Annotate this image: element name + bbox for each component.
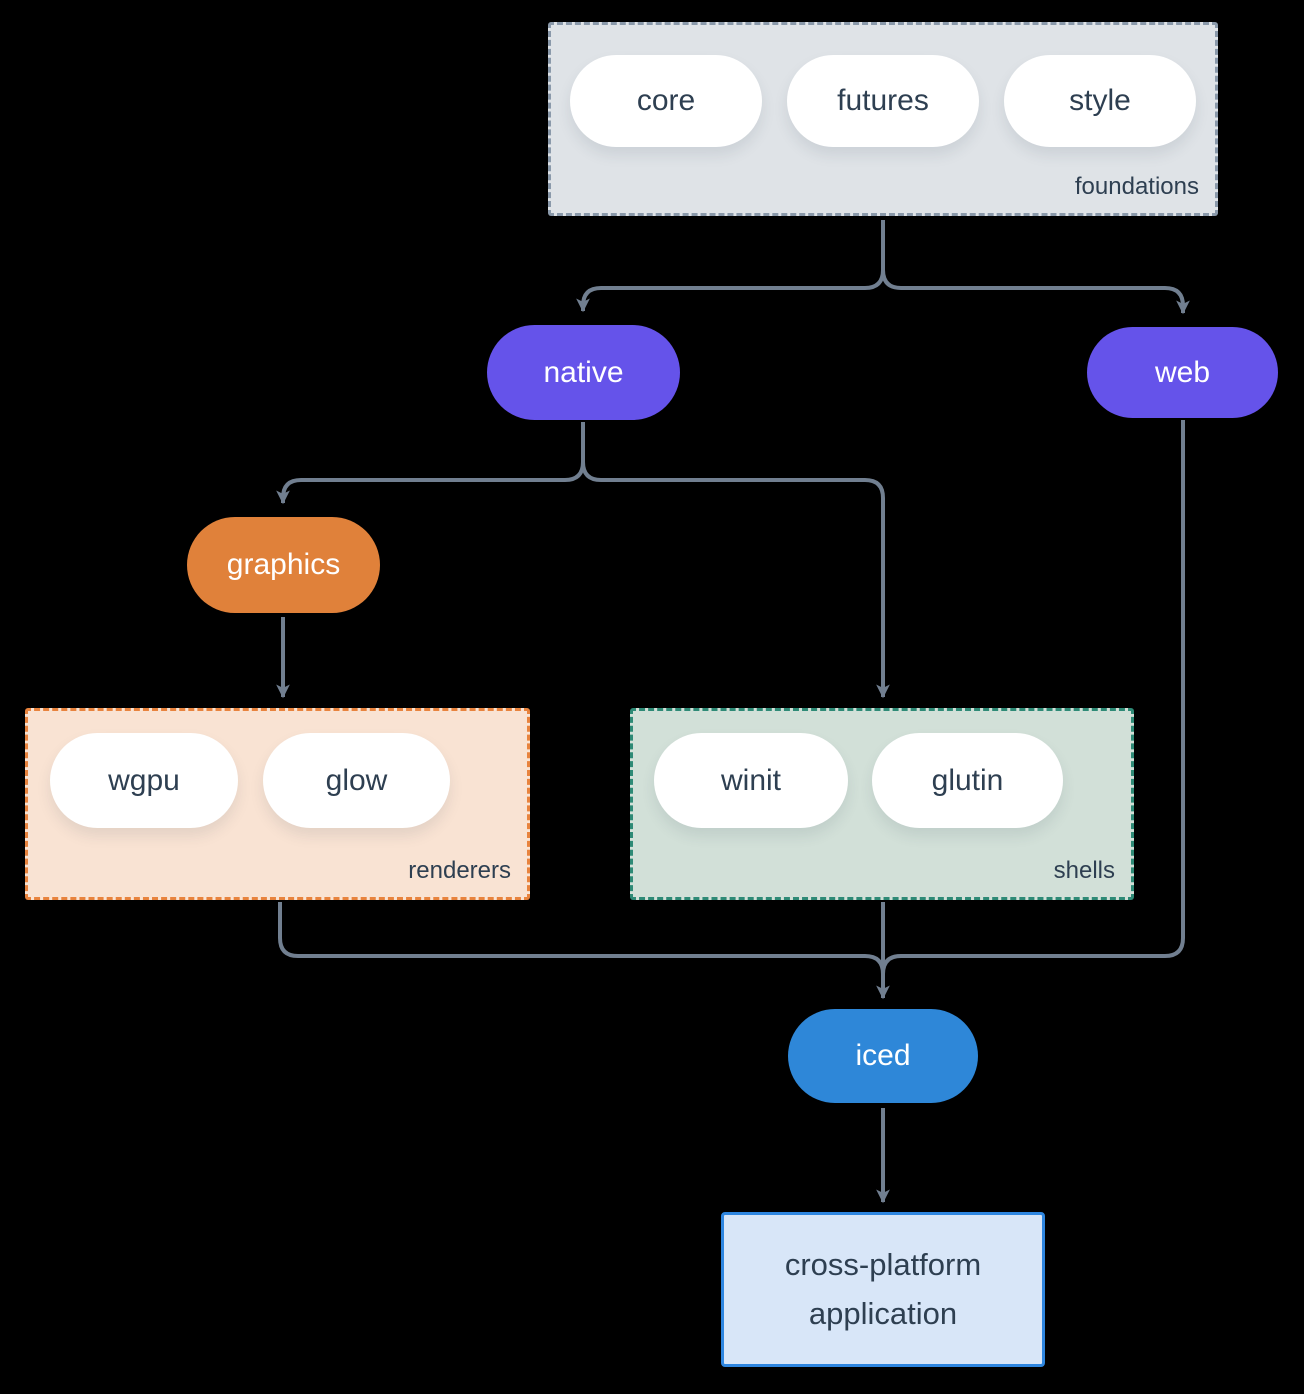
node-native: native (487, 325, 680, 420)
edge-foundations-web (881, 220, 1190, 315)
node-winit-label: winit (720, 763, 781, 797)
shells-group-label: shells (1053, 857, 1115, 884)
node-style-label: style (1069, 84, 1131, 117)
node-core: core (570, 55, 762, 147)
node-futures-label: futures (837, 84, 929, 117)
node-glow-label: glow (325, 763, 388, 797)
node-iced: iced (788, 1009, 978, 1103)
node-web-label: web (1154, 355, 1211, 389)
foundations-group-label: foundations (1074, 173, 1199, 200)
node-wgpu: wgpu (50, 733, 238, 828)
edge-native-graphics (276, 422, 585, 505)
node-native-label: native (543, 355, 624, 389)
node-futures: futures (787, 55, 979, 147)
renderers-group-label: renderers (408, 857, 511, 884)
node-iced-label: iced (855, 1039, 911, 1072)
node-style: style (1004, 55, 1196, 147)
node-cross-platform-application-label: cross-platform application (784, 1247, 982, 1331)
node-graphics-label: graphics (226, 548, 341, 581)
node-glutin-label: glutin (931, 763, 1004, 797)
node-glow: glow (263, 733, 450, 828)
node-web: web (1087, 327, 1278, 418)
node-cross-platform-application: cross-platform application (721, 1212, 1045, 1367)
node-core-label: core (636, 84, 696, 117)
node-glutin: glutin (872, 733, 1063, 828)
edge-foundations-native (576, 220, 885, 313)
node-winit: winit (654, 733, 848, 828)
edge-native-shells (581, 422, 890, 699)
edge-renderers-iced (278, 902, 885, 997)
node-graphics: graphics (187, 517, 380, 613)
node-wgpu-label: wgpu (108, 763, 180, 797)
